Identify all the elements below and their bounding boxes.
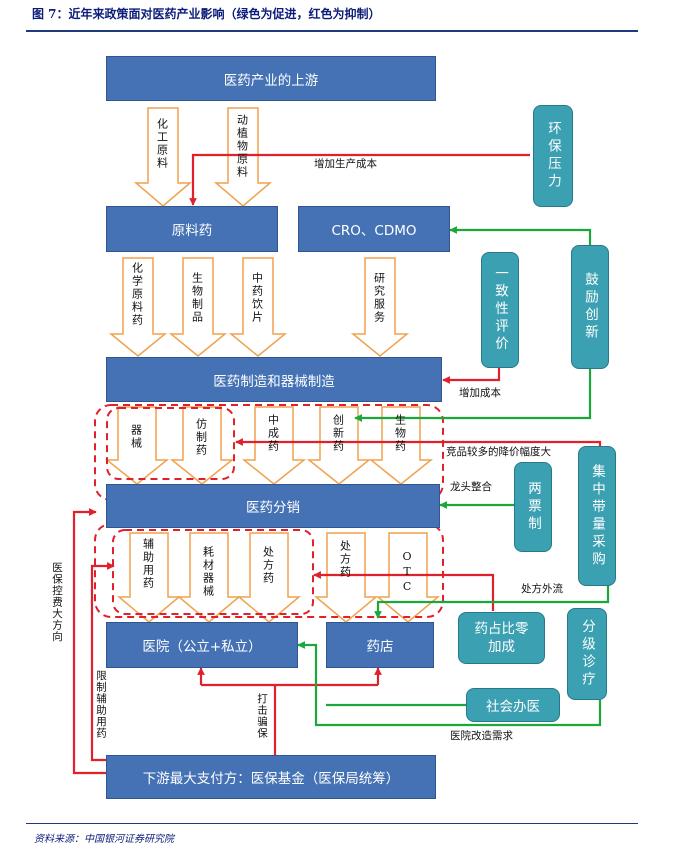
label-research: 研究服务	[372, 272, 386, 324]
policy-two-invoice: 两票制	[514, 462, 552, 552]
arrow-adjuvant	[116, 532, 182, 623]
arrow-consumables	[176, 532, 242, 623]
arrow-tcm	[241, 406, 307, 485]
policy-drug-ratio: 药占比零加成	[458, 612, 545, 664]
title-rule	[26, 30, 638, 32]
note-cost-up-1: 增加生产成本	[314, 158, 377, 170]
box-distribution: 医药分销	[106, 484, 440, 528]
policy-tiered: 分级诊疗	[567, 608, 607, 700]
arrow-rx1	[236, 532, 302, 623]
label-tcm-pieces: 中药饮片	[250, 272, 264, 324]
note-reform: 医院改造需求	[450, 730, 513, 742]
box-cro: CRO、CDMO	[298, 206, 450, 252]
label-biologic: 生物药	[393, 414, 407, 453]
dashed-group-manufacturing-products	[94, 404, 444, 501]
arrow-chem-drug	[108, 257, 168, 357]
box-payer: 下游最大支付方：医保基金（医保局统筹）	[106, 755, 436, 799]
label-device: 器械	[129, 424, 143, 450]
line-insurance-to-mfg	[72, 508, 106, 775]
line-innovation-to-products	[354, 369, 592, 422]
policy-consistency: 一致性评价	[481, 252, 519, 368]
arrow-bio-product	[168, 257, 228, 357]
note-insurance: 医保控费大方向	[51, 562, 64, 643]
line-tiered-to-hospital	[297, 641, 602, 727]
arrow-device	[104, 406, 170, 485]
note-leader: 龙头整合	[450, 481, 492, 493]
note-rx-outflow: 处方外流	[521, 583, 563, 595]
policy-social-pharmacy: 社会办医	[466, 688, 560, 722]
arrow-rx2	[313, 532, 379, 623]
line-consistency-to-mfg	[442, 367, 501, 384]
line-innovation-to-cro	[449, 226, 592, 245]
label-chem-drug: 化学原料药	[130, 262, 144, 327]
label-otc: OTC	[400, 550, 414, 595]
dashed-group-device-generic	[106, 407, 235, 480]
note-fraud: 打击骗保	[256, 693, 269, 739]
line-vbp-outflow	[374, 585, 610, 619]
label-rx2: 处方药	[338, 540, 352, 579]
arrow-chem-material	[133, 107, 193, 207]
box-upstream: 医药产业的上游	[106, 56, 436, 101]
note-limit-adjuvant: 限制辅助用药	[95, 670, 108, 739]
figure-title: 图 7：近年来政策面对医药产业影响（绿色为促进，红色为抑制）	[32, 7, 381, 21]
footer-rule	[26, 823, 638, 824]
policy-vbp: 集中带量采购	[578, 446, 616, 586]
label-generic: 仿制药	[194, 418, 208, 457]
label-consumables: 耗材器械	[201, 546, 215, 598]
arrow-otc	[375, 532, 441, 623]
box-manufacturing: 医药制造和器械制造	[106, 357, 442, 402]
arrow-generic	[169, 406, 235, 485]
arrow-tcm-pieces	[228, 257, 288, 357]
label-bio-product: 生物制品	[190, 272, 204, 324]
note-price-cut: 竞品较多的降价幅度大	[446, 446, 551, 458]
box-hospital: 医院（公立+私立）	[106, 622, 298, 668]
line-limit-adjuvant	[90, 562, 115, 762]
dashed-group-inhibited-products	[112, 529, 314, 615]
arrow-research	[350, 257, 410, 357]
line-drug-ratio-to-rx	[313, 571, 495, 611]
arrow-plant-animal	[213, 107, 273, 207]
policy-innovation: 鼓励创新	[571, 245, 609, 369]
line-env-to-api	[189, 153, 530, 206]
arrow-biologic	[368, 406, 434, 485]
policy-env: 环保压力	[533, 105, 573, 207]
line-vbp-to-generic	[235, 438, 602, 446]
source-note: 资料来源：中国银河证券研究院	[34, 834, 174, 845]
box-pharmacy: 药店	[326, 622, 434, 668]
label-adjuvant: 辅助用药	[141, 538, 155, 590]
label-chem-material: 化工原料	[155, 118, 169, 170]
box-api: 原料药	[106, 206, 278, 252]
label-rx1: 处方药	[261, 546, 275, 585]
label-tcm: 中成药	[266, 414, 280, 453]
label-plant-animal: 动植物原料	[235, 114, 249, 179]
label-innovative: 创新药	[331, 414, 345, 453]
note-cost-up-2: 增加成本	[459, 387, 501, 399]
